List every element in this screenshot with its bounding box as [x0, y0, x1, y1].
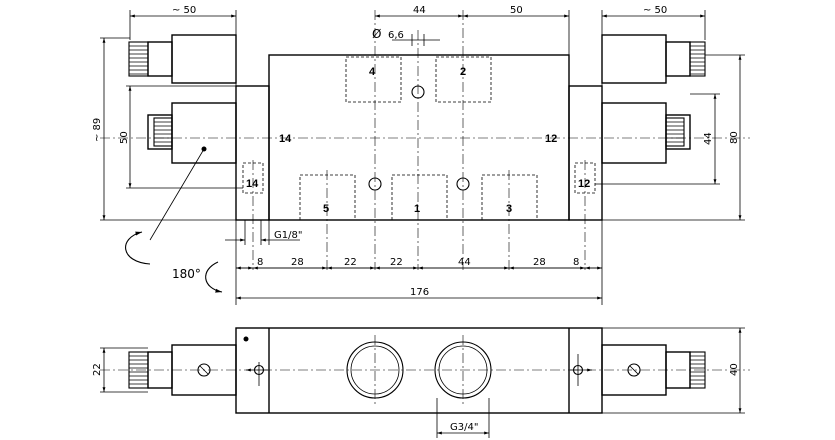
pilot-block-left: [235, 85, 270, 221]
dim-bottom-5: 28: [533, 257, 546, 268]
port-label-4: 4: [369, 66, 376, 78]
port-label-5: 5: [323, 203, 329, 215]
pilot-block-right: [568, 85, 603, 221]
body-bottom-view: [235, 327, 603, 414]
dim-height-89: ~ 89: [92, 118, 103, 142]
solenoid-right: [601, 34, 706, 164]
right-dimensions: 44 80: [595, 54, 745, 221]
dim-44-top: 44: [413, 5, 426, 16]
pilot-label-14: 14: [279, 133, 292, 145]
pilot-label-14-small: 14: [246, 178, 259, 190]
front-view: 4 2 5 1 3 14 12 14 12: [100, 10, 750, 270]
dim-bottom-6: 8: [573, 257, 579, 268]
dim-height-50: 50: [119, 131, 130, 144]
solenoid-left: [128, 34, 237, 164]
dim-height-44: 44: [703, 132, 714, 145]
dim-width-40: 40: [729, 363, 740, 376]
pilot-label-12: 12: [545, 133, 557, 145]
dim-bottom-3: 22: [390, 257, 403, 268]
dim-50-top: 50: [510, 5, 523, 16]
dim-hole-dia: 6,6: [388, 30, 404, 41]
valve-body: [268, 54, 570, 221]
dim-pilot-thread: G1/8": [274, 230, 302, 241]
dim-width-22: 22: [92, 363, 103, 376]
dim-bottom-4: 44: [458, 257, 471, 268]
top-dimensions: ~ 50 ~ 50 44 50 Ø 6,6: [129, 5, 706, 86]
dim-overall-length: 176: [410, 287, 429, 298]
port-label-3: 3: [506, 203, 512, 215]
bottom-dimensions: G1/8" 8 28 22 22 44 28 8 176: [225, 220, 603, 305]
dim-height-80: 80: [729, 131, 740, 144]
port-label-1: 1: [414, 203, 420, 215]
dim-main-thread: G3/4": [450, 422, 478, 433]
diameter-symbol: Ø: [372, 27, 381, 41]
pilot-label-12-small: 12: [578, 178, 590, 190]
dim-coil-right: ~ 50: [643, 5, 667, 16]
dim-bottom-2: 22: [344, 257, 357, 268]
dim-bottom-0: 8: [257, 257, 263, 268]
dim-bottom-1: 28: [291, 257, 304, 268]
bottom-view: 22 40 G3/4": [92, 327, 750, 438]
rotation-label: 180°: [172, 267, 201, 281]
dim-coil-left: ~ 50: [172, 5, 196, 16]
port-label-2: 2: [460, 66, 466, 78]
rotation-indicator: 180°: [125, 231, 223, 293]
left-dimensions: ~ 89 50: [92, 37, 269, 221]
